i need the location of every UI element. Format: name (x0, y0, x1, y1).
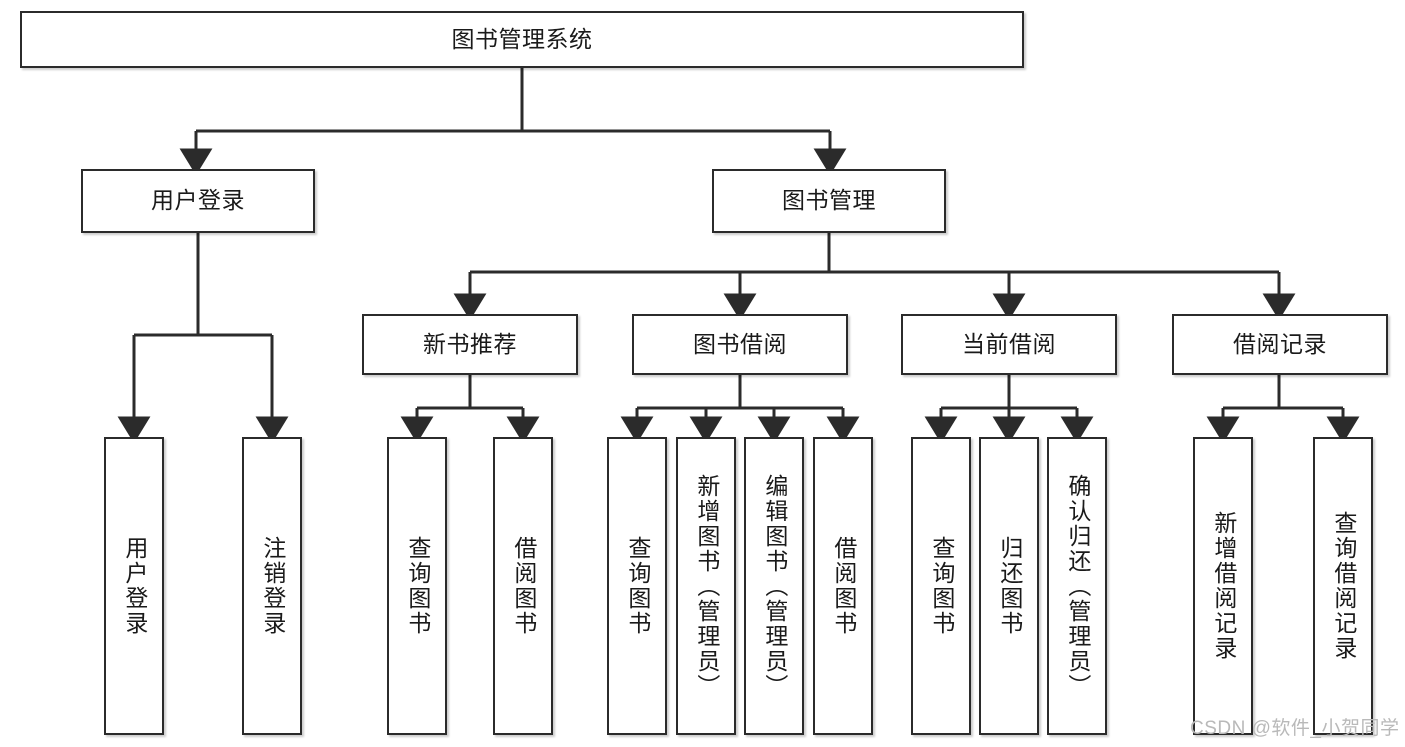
node-leaf-query-book-new[interactable]: 查询图书 (387, 437, 447, 735)
node-label: 查询借阅记录 (1330, 511, 1357, 661)
node-leaf-edit-book-admin[interactable]: 编辑图书（管理员） (744, 437, 804, 735)
node-leaf-borrow-book[interactable]: 借阅图书 (813, 437, 873, 735)
node-label: 图书管理系统 (451, 25, 593, 52)
node-label: 借阅图书 (830, 536, 857, 636)
node-leaf-query-book-current[interactable]: 查询图书 (911, 437, 971, 735)
node-label: 查询图书 (404, 536, 431, 636)
node-leaf-add-borrow-record[interactable]: 新增借阅记录 (1193, 437, 1253, 735)
node-user-login[interactable]: 用户登录 (81, 169, 315, 233)
node-label: 新增借阅记录 (1210, 511, 1237, 661)
node-label: 查询图书 (928, 536, 955, 636)
node-label: 当前借阅 (962, 330, 1056, 357)
node-leaf-logout[interactable]: 注销登录 (242, 437, 302, 735)
node-label: 归还图书 (996, 536, 1023, 636)
node-leaf-user-login[interactable]: 用户登录 (104, 437, 164, 735)
node-leaf-query-book-borrow[interactable]: 查询图书 (607, 437, 667, 735)
node-leaf-borrow-book-new[interactable]: 借阅图书 (493, 437, 553, 735)
node-label: 新增图书（管理员） (693, 473, 720, 699)
node-label: 借阅图书 (510, 536, 537, 636)
node-label: 新书推荐 (423, 330, 517, 357)
node-borrow-record[interactable]: 借阅记录 (1172, 314, 1388, 375)
node-book-management[interactable]: 图书管理 (712, 169, 946, 233)
node-label: 注销登录 (259, 536, 286, 636)
node-label: 借阅记录 (1233, 330, 1327, 357)
node-current-borrow[interactable]: 当前借阅 (901, 314, 1117, 375)
node-label: 查询图书 (624, 536, 651, 636)
node-leaf-query-borrow-record[interactable]: 查询借阅记录 (1313, 437, 1373, 735)
node-new-book-recommend[interactable]: 新书推荐 (362, 314, 578, 375)
node-label: 用户登录 (151, 187, 245, 214)
node-label: 编辑图书（管理员） (761, 473, 788, 699)
node-label: 确认归还（管理员） (1064, 473, 1091, 699)
node-label: 图书管理 (782, 187, 876, 214)
node-root-book-management-system[interactable]: 图书管理系统 (20, 11, 1024, 68)
csdn-watermark: CSDN @软件_小贺同学 (1190, 718, 1400, 739)
node-book-borrow[interactable]: 图书借阅 (632, 314, 848, 375)
node-leaf-return-book[interactable]: 归还图书 (979, 437, 1039, 735)
node-leaf-confirm-return-admin[interactable]: 确认归还（管理员） (1047, 437, 1107, 735)
node-leaf-add-book-admin[interactable]: 新增图书（管理员） (676, 437, 736, 735)
node-label: 用户登录 (121, 536, 148, 636)
node-label: 图书借阅 (693, 330, 787, 357)
